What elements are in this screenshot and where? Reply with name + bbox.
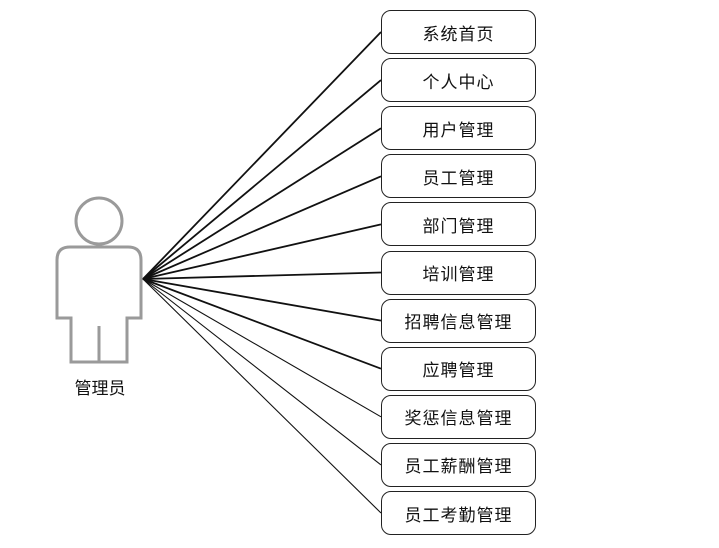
- connector-line-4: [142, 175, 382, 280]
- function-box-9: 奖惩信息管理: [381, 394, 536, 439]
- connector-line-9: [142, 278, 382, 418]
- function-box-5: 部门管理: [381, 202, 536, 247]
- function-box-4: 员工管理: [381, 154, 536, 199]
- connector-line-11: [142, 278, 382, 514]
- connector-line-3: [142, 127, 382, 280]
- connector-line-7: [142, 278, 382, 322]
- connector-line-10: [142, 278, 382, 466]
- function-box-6: 培训管理: [381, 250, 536, 295]
- connector-line-5: [142, 223, 382, 280]
- connector-line-8: [142, 278, 382, 370]
- function-box-10: 员工薪酬管理: [381, 442, 536, 487]
- function-box-1: 系统首页: [381, 10, 536, 54]
- function-box-7: 招聘信息管理: [381, 298, 536, 343]
- connector-line-6: [142, 271, 382, 280]
- function-box-3: 用户管理: [381, 106, 536, 151]
- actor-label: 管理员: [74, 379, 126, 399]
- actor-head: [74, 196, 124, 246]
- function-box-8: 应聘管理: [381, 346, 536, 391]
- function-box-11: 员工考勤管理: [381, 491, 536, 535]
- connector-line-1: [142, 31, 382, 280]
- connector-lines: [142, 31, 382, 514]
- function-box-2: 个人中心: [381, 58, 536, 103]
- actor-icon: [55, 196, 143, 364]
- connector-line-2: [142, 79, 382, 280]
- actor-body: [55, 245, 143, 364]
